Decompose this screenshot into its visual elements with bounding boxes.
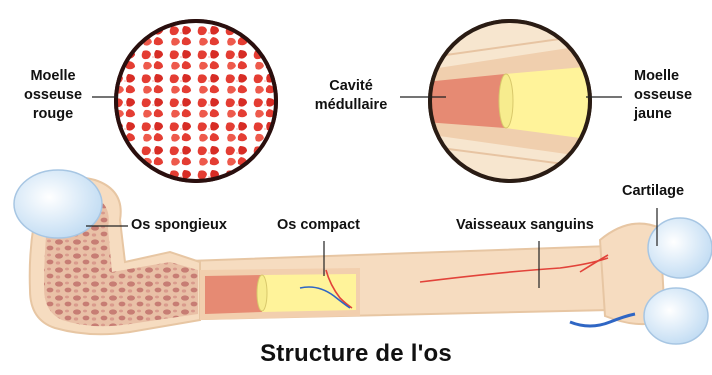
spongy-bone-label: Os spongieux <box>131 216 227 235</box>
diagram-title: Structure de l'os <box>0 340 712 368</box>
yellow-marrow-label: Moelle osseuse jaune <box>634 67 704 124</box>
blood-vessels-label: Vaisseaux sanguins <box>456 216 594 235</box>
yellow-marrow-circle <box>425 16 595 186</box>
compact-bone-label: Os compact <box>277 216 360 235</box>
red-marrow-circle <box>110 15 282 187</box>
red-marrow-label: Moelle osseuse rouge <box>22 67 84 124</box>
cartilage-label: Cartilage <box>622 182 684 201</box>
bone-illustration <box>30 177 665 334</box>
medullary-cavity-label: Cavité médullaire <box>308 77 394 115</box>
